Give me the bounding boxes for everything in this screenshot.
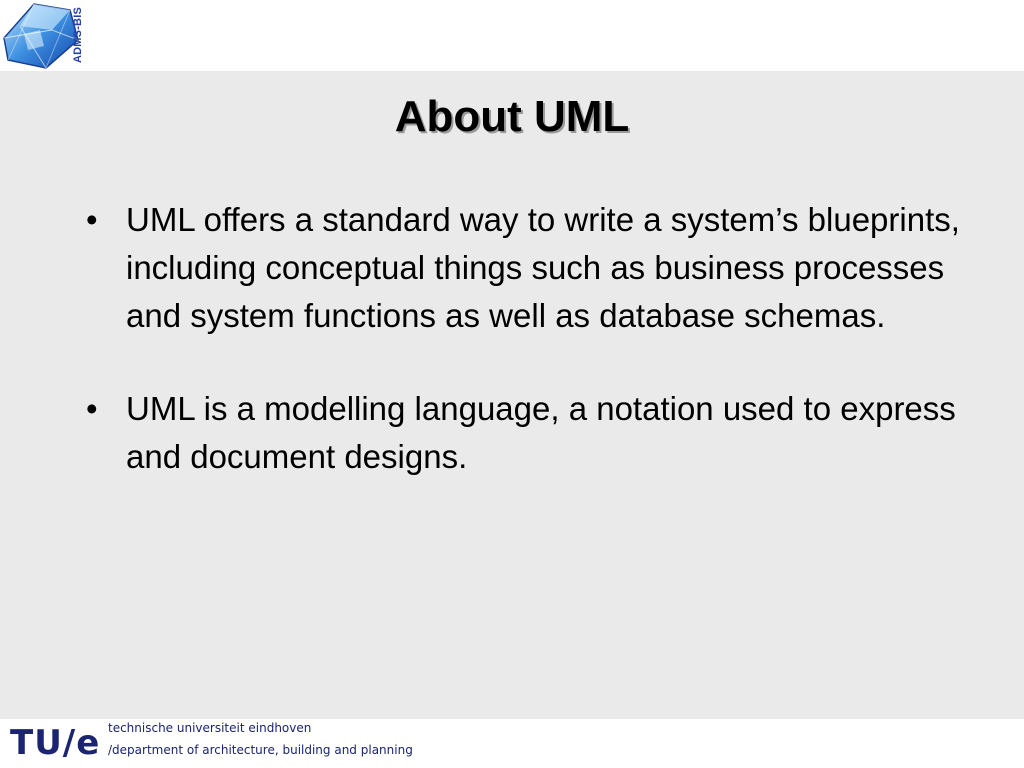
header-band: ADMS-BIS <box>0 0 1024 71</box>
bullet-marker: • <box>86 390 98 427</box>
bullet-list: • UML offers a standard way to write a s… <box>86 196 1006 526</box>
bullet-item: • UML is a modelling language, a notatio… <box>86 385 1006 481</box>
university-name: technische universiteit eindhoven <box>108 721 312 735</box>
crystal-cube-icon <box>3 3 79 69</box>
adms-bis-logo: ADMS-BIS <box>0 0 100 71</box>
tue-logo: TU/e <box>10 723 101 763</box>
content-area <box>0 71 1024 719</box>
bullet-text: UML is a modelling language, a notation … <box>126 390 956 475</box>
bullet-item: • UML offers a standard way to write a s… <box>86 196 1006 340</box>
bullet-text: UML offers a standard way to write a sys… <box>126 201 960 334</box>
footer: TU/e technische universiteit eindhoven /… <box>0 719 1024 768</box>
slide-title: About UML <box>394 92 630 141</box>
department-name: /department of architecture, building an… <box>108 743 413 757</box>
logo-text: ADMS-BIS <box>72 7 84 63</box>
bullet-marker: • <box>86 201 98 238</box>
